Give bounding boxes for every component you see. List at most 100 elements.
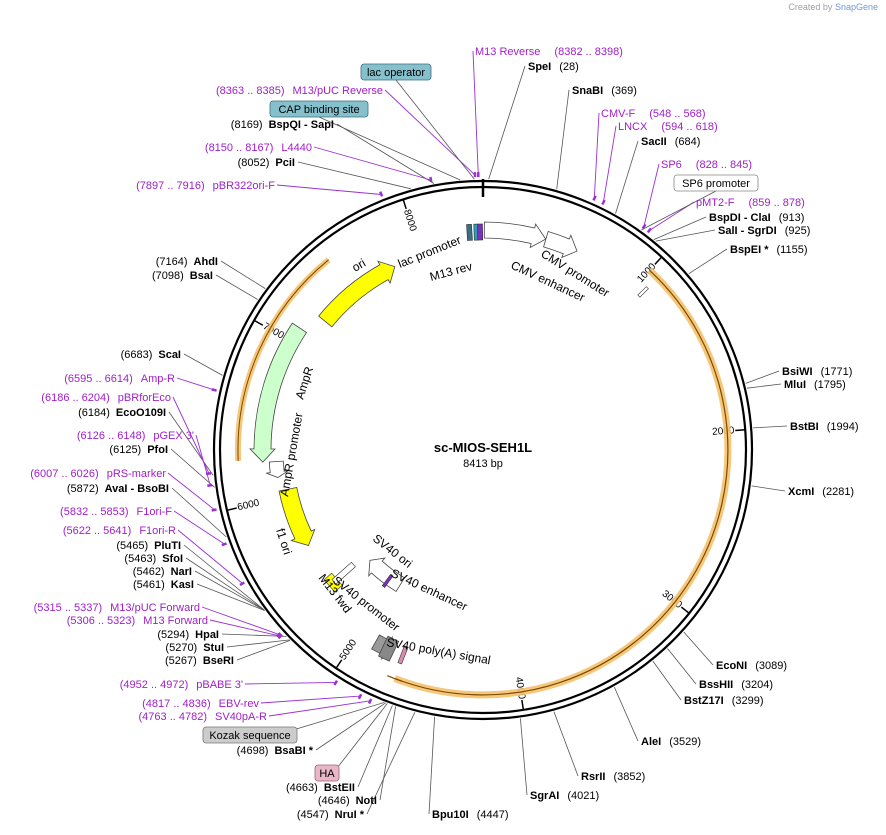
primer-mark: [221, 542, 227, 547]
enzyme-hpai[interactable]: (5294)HpaI: [157, 629, 219, 641]
primer-pbr322ori-f[interactable]: (7897 .. 7916)pBR322ori-F: [136, 180, 275, 192]
enzyme-rsrii[interactable]: RsrII(3852): [581, 771, 645, 783]
m13-rev-block[interactable]: [477, 223, 484, 241]
enzyme-leader-line: [683, 631, 714, 666]
primer-ebv-rev[interactable]: (4817 .. 4836)EBV-rev: [142, 698, 259, 710]
enzyme-alei[interactable]: AleI(3529): [641, 736, 701, 748]
primer-f1ori-r[interactable]: (5622 .. 5641)F1ori-R: [63, 525, 176, 537]
feature-ampr[interactable]: [249, 322, 308, 463]
enzyme-nari[interactable]: (5462)NarI: [133, 566, 192, 578]
enzyme-position: (5267): [165, 655, 197, 667]
enzyme-pcii[interactable]: (8052)PciI: [238, 157, 295, 169]
primer-m13-reverse[interactable]: M13 Reverse(8382 .. 8398): [475, 46, 623, 58]
primer-leader-line: [176, 377, 215, 391]
enzyme-noti[interactable]: (4646)NotI: [318, 795, 377, 807]
primer-m13-puc-forward[interactable]: (5315 .. 5337)M13/pUC Forward: [34, 602, 200, 614]
bp-tick: [226, 507, 237, 512]
enzyme-bspei[interactable]: BspEI *(1155): [730, 244, 808, 256]
enzyme-sacii[interactable]: SacII(684): [641, 136, 700, 148]
feature-cmv-promoter[interactable]: [543, 231, 578, 259]
enzyme-pfoi[interactable]: (6125)PfoI: [109, 444, 168, 456]
label-box-lac-operator[interactable]: lac operator: [360, 63, 432, 81]
primer-f1ori-f[interactable]: (5832 .. 5853)F1ori-F: [60, 506, 172, 518]
enzyme-xcmi[interactable]: XcmI(2281): [788, 486, 854, 498]
enzyme-econi[interactable]: EcoNI(3089): [716, 660, 787, 672]
primer-mark: [379, 191, 384, 197]
feature-cmv-enhancer[interactable]: [483, 221, 547, 249]
enzyme-leader-line: [615, 140, 639, 214]
enzyme-position: (925): [785, 225, 811, 237]
enzyme-scai[interactable]: (6683)ScaI: [121, 349, 181, 361]
enzyme-bstz17i[interactable]: BstZ17I(3299): [684, 695, 764, 707]
snapgene-brand[interactable]: SnapGene: [834, 2, 878, 12]
enzyme-bsteii[interactable]: (4663)BstEII: [286, 782, 355, 794]
enzyme-kasi[interactable]: (5461)KasI: [133, 579, 194, 591]
primer-range: (5315 .. 5337): [34, 602, 103, 614]
enzyme-pluti[interactable]: (5465)PluTI: [116, 540, 181, 552]
enzyme-bsiwi[interactable]: BsiWI(1771): [782, 366, 852, 378]
primer-pmt2-f[interactable]: pMT2-F(859 .. 878): [696, 197, 805, 209]
primer-amp-r[interactable]: (6595 .. 6614)Amp-R: [64, 373, 175, 385]
enzyme-snabi[interactable]: SnaBI(369): [572, 85, 637, 97]
primer-range: (594 .. 618): [661, 121, 717, 133]
feature-label-sv40-enhancer: SV40 enhancer: [389, 566, 470, 614]
enzyme-bstbi[interactable]: BstBI(1994): [790, 421, 859, 433]
sv40-enhancer-block[interactable]: [331, 561, 356, 585]
label-box-sp6-promoter[interactable]: SP6 promoter: [673, 174, 759, 192]
primer-l4440[interactable]: (8150 .. 8167)L4440: [205, 142, 312, 154]
enzyme-bseri[interactable]: (5267)BseRI: [165, 655, 234, 667]
label-box-bg: [360, 63, 432, 81]
enzyme-sgrai[interactable]: SgrAI(4021): [530, 790, 599, 802]
sv40-polya-block[interactable]: [378, 635, 400, 662]
primer-sv40pa-r[interactable]: (4763 .. 4782)SV40pA-R: [139, 711, 268, 723]
feature-ampr-promoter[interactable]: [266, 460, 289, 478]
enzyme-position: (4646): [318, 795, 350, 807]
feature-f1-ori[interactable]: [278, 486, 316, 547]
enzyme-bsabi[interactable]: (4698)BsaBI *: [237, 745, 314, 757]
enzyme-bsshii[interactable]: BssHII(3204): [699, 679, 773, 691]
label-box-ha[interactable]: HA: [314, 764, 340, 782]
label-box-cap-binding-site[interactable]: CAP binding site: [269, 100, 369, 118]
enzyme-position: (5463): [124, 553, 156, 565]
enzyme-spei[interactable]: SpeI(28): [528, 61, 579, 73]
label-box-kozak-sequence[interactable]: Kozak sequence: [202, 726, 298, 744]
primer-lncx[interactable]: LNCX(594 .. 618): [618, 121, 718, 133]
enzyme-bspdi-clai[interactable]: BspDI - ClaI(913): [709, 212, 804, 224]
primer-prs-marker[interactable]: (6007 .. 6026)pRS-marker: [30, 468, 166, 480]
primer-cmv-f[interactable]: CMV-F(548 .. 568): [601, 108, 706, 120]
primer-m13-puc-reverse[interactable]: (8363 .. 8385)M13/pUC Reverse: [216, 85, 383, 97]
orf-highlight: [393, 267, 732, 699]
enzyme-leader-line: [336, 123, 435, 184]
primer-pgex-3[interactable]: (6126 .. 6148)pGEX 3': [77, 430, 194, 442]
enzyme-ecoo109i[interactable]: (6184)EcoO109I: [78, 407, 166, 419]
primer-pbrforeco[interactable]: (6186 .. 6204)pBRforEco: [41, 392, 171, 404]
enzyme-position: (3529): [669, 736, 701, 748]
enzyme-leader-line: [185, 557, 265, 611]
enzyme-bpu10i[interactable]: Bpu10I(4447): [432, 809, 508, 821]
enzyme-stui[interactable]: (5270)StuI: [165, 642, 224, 654]
lac-promoter-block[interactable]: [466, 223, 473, 241]
primer-pbabe-3[interactable]: (4952 .. 4972)pBABE 3': [120, 679, 243, 691]
enzyme-bsai[interactable]: (7098)BsaI: [152, 270, 213, 282]
enzyme-position: (6683): [121, 349, 153, 361]
enzyme-avai-bsobi[interactable]: (5872)AvaI - BsoBI: [67, 483, 169, 495]
orf-line: [394, 269, 729, 696]
primer-range: (8363 .. 8385): [216, 85, 285, 97]
bp-tick: [253, 319, 264, 326]
primer-sp6[interactable]: SP6(828 .. 845): [661, 159, 752, 171]
enzyme-nrui[interactable]: (4547)NruI *: [297, 809, 365, 821]
enzyme-bspqi-sapi[interactable]: (8169)BspQI - SapI: [231, 119, 334, 131]
cmv-small-block[interactable]: [637, 286, 649, 298]
enzyme-name: BsaI: [190, 270, 213, 282]
primer-name: F1ori-R: [139, 525, 176, 537]
enzyme-mlui[interactable]: MluI(1795): [784, 379, 846, 391]
label-box-text: Kozak sequence: [209, 730, 290, 742]
ha-block[interactable]: [397, 645, 409, 665]
enzyme-ahdi[interactable]: (7164)AhdI: [156, 256, 218, 268]
enzyme-sali-sgrdi[interactable]: SalI - SgrDI(925): [718, 225, 810, 237]
m13-fwd-block[interactable]: [381, 573, 394, 588]
enzyme-leader-line: [366, 712, 416, 815]
feature-ori[interactable]: [318, 260, 396, 328]
primer-m13-forward[interactable]: (5306 .. 5323)M13 Forward: [67, 615, 208, 627]
enzyme-sfoi[interactable]: (5463)SfoI: [124, 553, 183, 565]
